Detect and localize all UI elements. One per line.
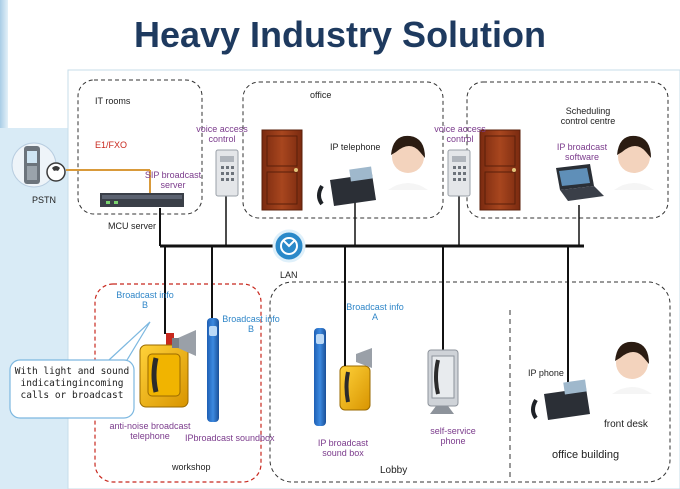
sound-box-column-icon-workshop	[207, 318, 219, 422]
anti-noise-telephone-icon	[139, 330, 196, 408]
door-icon-scheduling	[479, 129, 521, 211]
ip-phone-label: IP phone	[528, 368, 564, 378]
zone-label-scheduling: Scheduling control centre	[560, 106, 616, 126]
zone-workshop	[94, 283, 262, 483]
mcu-server-label: MCU server	[108, 221, 157, 231]
pstn-label: PSTN	[32, 195, 57, 205]
sound-box-column-icon-lobby	[314, 328, 326, 426]
lan-hub-icon	[272, 229, 306, 263]
zone-label-office-building: office building	[552, 449, 620, 461]
voice-access-label-1: voice access control	[196, 124, 248, 144]
zone-it-rooms	[77, 79, 203, 215]
lan-label: LAN	[280, 270, 298, 280]
lobby-broadcast-telephone-icon	[339, 338, 372, 411]
voice-access-control-icon-1	[215, 149, 239, 197]
zone-office	[242, 81, 444, 219]
ip-telephone-icon	[317, 166, 376, 206]
broadcast-info-b1-label: Broadcast info B	[116, 290, 174, 310]
laptop-icon	[556, 164, 604, 201]
voice-access-control-icon-2	[447, 149, 471, 197]
broadcast-info-b2-label: Broadcast info B	[222, 314, 280, 334]
self-service-phone-icon	[427, 349, 459, 414]
ip-phone-icon	[531, 379, 590, 420]
mobile-phone-icon	[11, 142, 66, 188]
ip-sound-box-lobby-label: IP broadcast sound box	[317, 438, 369, 458]
self-service-label: self-service phone	[430, 426, 476, 446]
front-desk-label: front desk	[604, 419, 648, 430]
zone-label-office: office	[310, 90, 332, 100]
ip-sound-box-workshop-label: IPbroadcast soundbox	[185, 433, 275, 443]
zone-label-workshop: workshop	[172, 462, 211, 472]
operator-avatar-office	[388, 135, 428, 190]
page-title: Heavy Industry Solution	[133, 14, 547, 55]
voice-access-label-2: voice access control	[434, 124, 486, 144]
zone-label-it-rooms: IT rooms	[95, 96, 131, 106]
callout-text: With light and sound indicatingincoming …	[14, 366, 130, 401]
mcu-server-icon	[100, 193, 184, 207]
e1fxo-label: E1/FXO	[95, 140, 128, 150]
operator-avatar-scheduling	[614, 135, 654, 190]
operator-avatar-front-desk	[612, 341, 652, 394]
ip-telephone-label: IP telephone	[330, 142, 381, 152]
door-icon-office	[261, 129, 303, 211]
zone-label-lobby: Lobby	[380, 465, 408, 476]
callout-bubble	[9, 359, 135, 419]
broadcast-info-a-label: Broadcast info A	[346, 302, 404, 322]
ip-broadcast-software-label: IP broadcast software	[556, 142, 608, 162]
sip-server-label: SIP broadcast server	[144, 170, 202, 190]
anti-noise-label: anti-noise broadcast telephone	[109, 421, 191, 441]
zone-lobby-building	[269, 281, 671, 483]
